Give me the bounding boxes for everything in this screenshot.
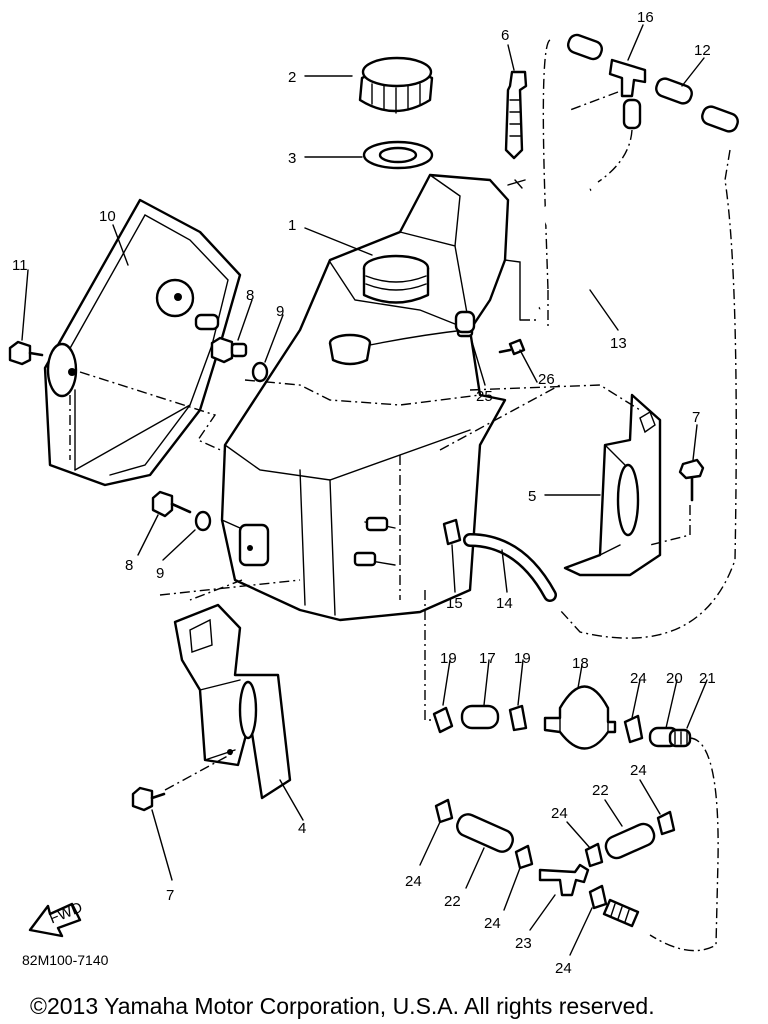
callout-19-left: 19 [440, 650, 457, 667]
callout-24-a: 24 [630, 670, 647, 687]
lower-hose-set [434, 798, 676, 928]
callout-22-right: 22 [592, 782, 609, 799]
connection-lines [69, 91, 737, 791]
forward-arrow-icon: FWD [28, 899, 85, 938]
callout-25: 25 [476, 388, 493, 405]
callout-21: 21 [699, 670, 716, 687]
callout-2: 2 [288, 69, 296, 86]
callout-19-right: 19 [514, 650, 531, 667]
callout-1: 1 [288, 217, 296, 234]
callout-6: 6 [501, 27, 509, 44]
callout-10: 10 [99, 208, 116, 225]
callout-20: 20 [666, 670, 683, 687]
bolt-7-right [678, 458, 705, 502]
washer-9-lower [194, 510, 212, 532]
leader-lines [21, 24, 708, 956]
fuel-cap [358, 56, 434, 114]
callout-24-c: 24 [551, 805, 568, 822]
callout-7-right: 7 [692, 409, 700, 426]
callout-24-f: 24 [555, 960, 572, 977]
callout-8-lower: 8 [125, 557, 133, 574]
tank-bracket-lower [173, 603, 292, 800]
callout-26: 26 [538, 371, 555, 388]
bolt-8-upper [210, 336, 248, 364]
grommet-25 [454, 310, 476, 334]
breather-joint-and-hoses [542, 33, 739, 291]
bolt-7-lower [131, 786, 166, 812]
bolt-8-lower [151, 490, 192, 518]
copyright-notice: ©2013 Yamaha Motor Corporation, U.S.A. A… [30, 993, 655, 1019]
callout-15: 15 [446, 595, 463, 612]
callout-16: 16 [637, 9, 654, 26]
callout-13: 13 [610, 335, 627, 352]
tank-bracket-right [563, 393, 662, 577]
gasket [362, 140, 434, 170]
fuel-tank [220, 173, 526, 622]
washer-9-upper [251, 361, 269, 383]
callout-24-b: 24 [630, 762, 647, 779]
callout-3: 3 [288, 150, 296, 167]
callout-24-e: 24 [484, 915, 501, 932]
fuel-hose-14 [463, 533, 557, 602]
callout-11: 11 [12, 257, 28, 274]
callout-8-upper: 8 [246, 287, 254, 304]
callout-4: 4 [298, 820, 306, 837]
callout-14: 14 [496, 595, 513, 612]
clip-15 [442, 518, 462, 546]
breather-hose [538, 185, 620, 313]
fuel-filter-assembly [424, 590, 719, 952]
callout-9-upper: 9 [276, 303, 284, 320]
bolt-11 [8, 340, 44, 366]
tank-cover-plate [43, 198, 242, 487]
callout-9-lower: 9 [156, 565, 164, 582]
diagram-part-code: 82M100-7140 [22, 952, 109, 968]
callout-18: 18 [572, 655, 589, 672]
callout-17: 17 [479, 650, 496, 667]
band [504, 70, 528, 160]
callout-7-lower: 7 [166, 887, 174, 904]
callout-5: 5 [528, 488, 536, 505]
callout-23: 23 [515, 935, 532, 952]
callout-labels: 1 2 3 4 5 6 7 7 8 8 9 9 10 11 12 13 14 1… [12, 9, 716, 977]
callout-12: 12 [694, 42, 711, 59]
callout-24-d: 24 [405, 873, 422, 890]
callout-22-left: 22 [444, 893, 461, 910]
